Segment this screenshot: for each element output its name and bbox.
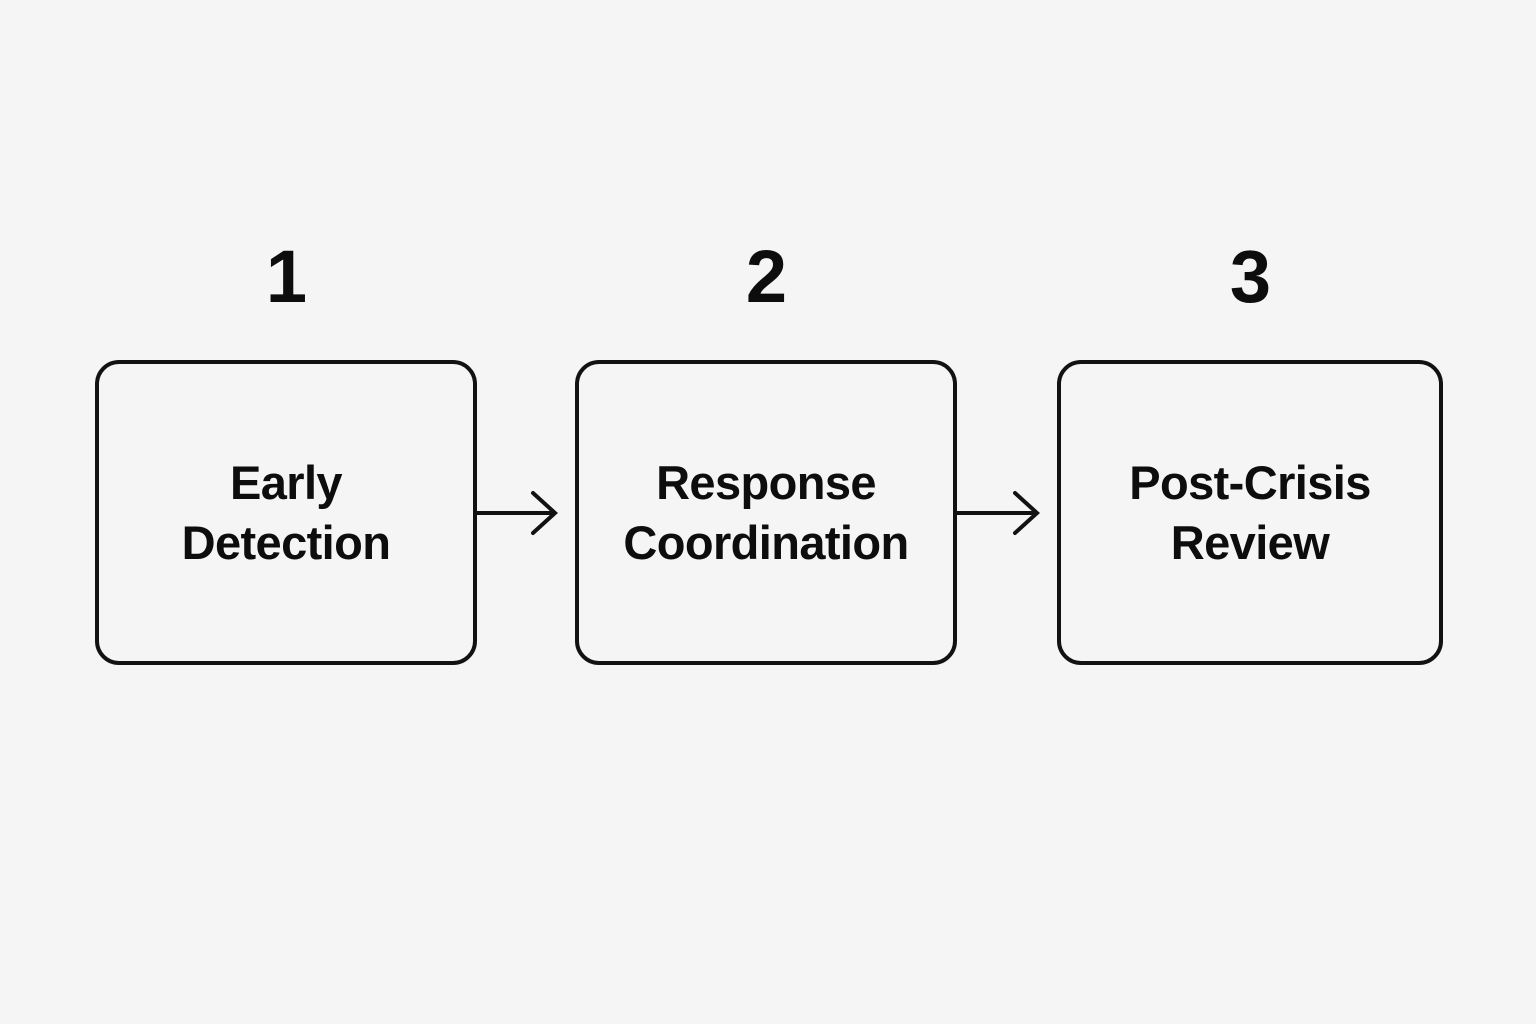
step-number-3: 3 [1229, 235, 1271, 318]
process-step-1: 1 Early Detection [95, 240, 477, 665]
step-number-1: 1 [265, 235, 307, 318]
arrow-right-icon [477, 491, 558, 535]
step-box-2[interactable]: Response Coordination [575, 360, 957, 665]
step-box-3[interactable]: Post-Crisis Review [1057, 360, 1443, 665]
step-label-2: Response Coordination [623, 455, 909, 569]
arrow-connector-1-to-2 [477, 483, 575, 543]
step-label-3: Post-Crisis Review [1129, 455, 1371, 569]
process-step-2: 2 Response Coordination [575, 240, 957, 665]
step-box-1[interactable]: Early Detection [95, 360, 477, 665]
step-number-2: 2 [745, 235, 787, 318]
step-label-1: Early Detection [181, 455, 391, 569]
arrow-right-icon [957, 491, 1040, 535]
process-step-3: 3 Post-Crisis Review [1057, 240, 1443, 665]
arrow-connector-2-to-3 [957, 483, 1057, 543]
